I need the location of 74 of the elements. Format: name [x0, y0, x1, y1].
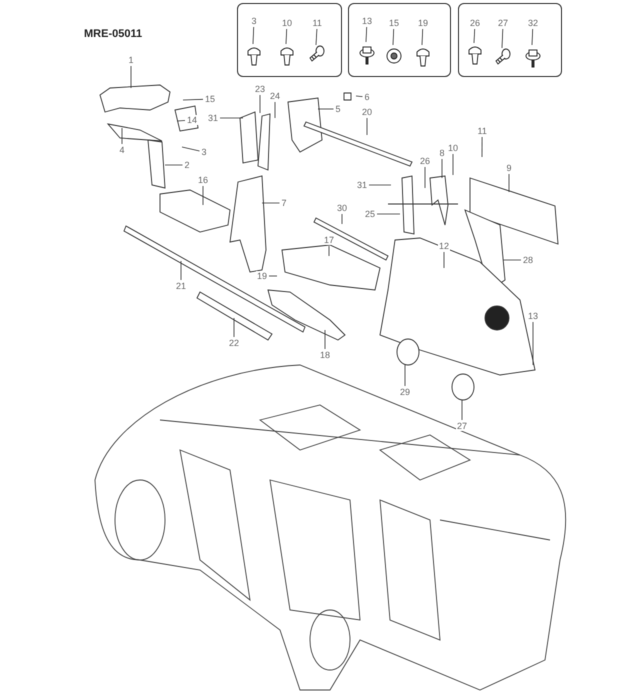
fastener-panel: [348, 3, 451, 77]
callout-number: 13: [527, 311, 540, 321]
leader-line: [164, 164, 183, 166]
leader-line: [324, 330, 326, 350]
leader-line: [274, 102, 276, 118]
fastener-panel: [237, 3, 342, 77]
leader-line: [422, 28, 424, 46]
callout-number: 31: [207, 113, 220, 123]
callout-number: 19: [417, 18, 430, 28]
callout-number: 25: [364, 209, 376, 219]
callout-number: 21: [175, 281, 188, 291]
leader-line: [392, 28, 394, 46]
leader-line: [532, 28, 534, 46]
leader-line: [502, 28, 504, 48]
leader-line: [182, 146, 200, 152]
leader-line: [328, 246, 330, 256]
callout-number: 3: [250, 16, 258, 26]
callout-number: 15: [388, 18, 400, 28]
callout-number: 11: [476, 126, 488, 136]
leader-line: [366, 118, 368, 136]
callout-number: 3: [200, 147, 208, 157]
leader-line: [182, 98, 204, 100]
callout-number: 9: [506, 163, 513, 173]
leader-line: [532, 322, 534, 366]
callout-number: 23: [254, 84, 266, 94]
callout-number: 14: [186, 115, 198, 125]
leader-line: [318, 108, 334, 110]
leader-line: [202, 186, 204, 206]
leader-line: [366, 26, 368, 42]
callout-number: 2: [184, 160, 191, 170]
callout-number: 13: [361, 16, 374, 26]
callout-number: 24: [269, 91, 282, 101]
leader-line: [452, 154, 454, 176]
leader-line: [176, 120, 186, 122]
callout-number: 17: [323, 235, 336, 245]
callout-number: 1: [128, 55, 135, 65]
callout-number: 7: [280, 198, 288, 208]
callout-number: 27: [497, 18, 510, 28]
callout-number: 30: [336, 203, 348, 213]
callout-number: 10: [281, 18, 294, 28]
callout-number: 12: [438, 241, 450, 251]
callout-number: 10: [447, 143, 460, 153]
leader-line: [130, 66, 132, 88]
leader-line: [262, 202, 280, 204]
callout-number: 26: [419, 156, 432, 166]
callout-number: 11: [312, 18, 323, 28]
callout-number: 29: [399, 387, 412, 397]
diagram-code: MRE-05011: [84, 28, 142, 40]
leader-line: [180, 260, 182, 280]
leader-line: [356, 96, 363, 97]
leader-line: [286, 28, 288, 44]
callout-number: 18: [319, 350, 332, 360]
leader-line: [474, 28, 476, 44]
leader-line: [316, 28, 318, 46]
callout-number: 31: [356, 180, 368, 190]
callout-number: 26: [469, 18, 482, 28]
leader-line: [368, 184, 392, 186]
callout-number: 4: [118, 145, 126, 155]
callout-number: 27: [456, 421, 468, 431]
callout-number: 8: [438, 148, 446, 158]
callout-number: 5: [334, 104, 342, 114]
callout-number: 6: [364, 92, 371, 102]
leader-line: [252, 26, 254, 44]
callout-number: 28: [522, 255, 534, 265]
leader-line: [508, 174, 510, 192]
fastener-panel: [458, 3, 562, 77]
leader-line: [424, 166, 426, 188]
callout-number: 20: [361, 107, 374, 117]
callout-number: 15: [204, 94, 216, 104]
leader-line: [404, 364, 406, 386]
callout-number: 19: [256, 271, 268, 281]
callout-number: 16: [197, 175, 210, 185]
callout-number: 22: [228, 338, 240, 348]
callout-number: 32: [527, 18, 540, 28]
